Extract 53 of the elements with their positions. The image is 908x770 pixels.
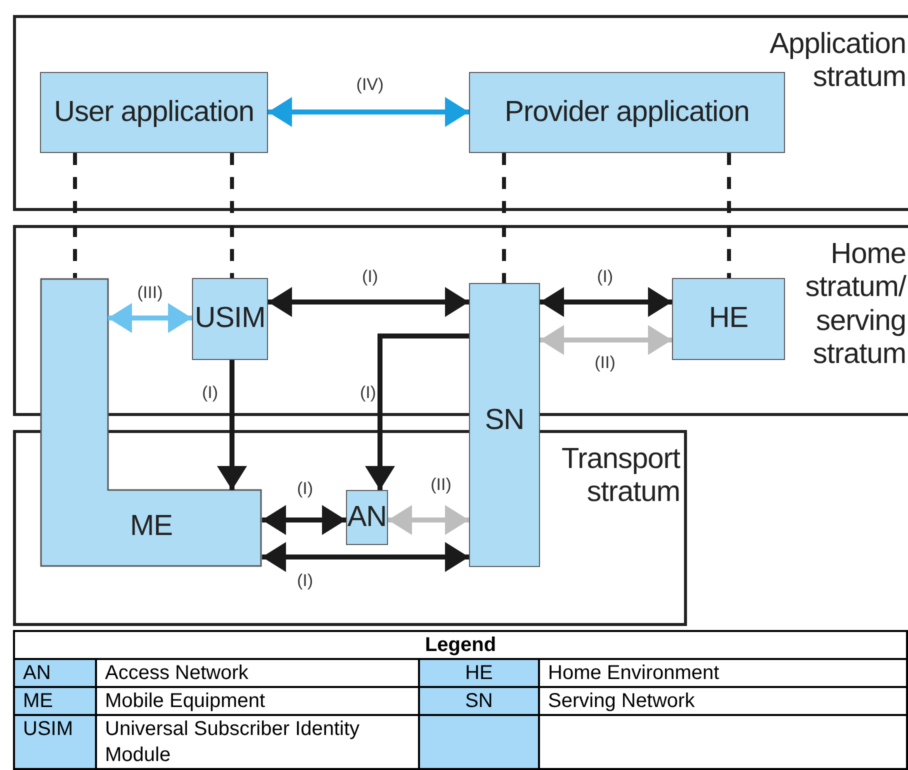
arrow xyxy=(217,360,247,490)
abbreviation-cell: AN xyxy=(14,659,96,687)
arrow xyxy=(388,505,469,535)
component-box xyxy=(469,72,785,153)
definition-cell: Mobile Equipment xyxy=(96,687,419,715)
dashed-line xyxy=(73,153,77,278)
arrow xyxy=(268,97,469,127)
definition-cell: Home Environment xyxy=(539,659,907,687)
band-heading: Application stratum xyxy=(768,28,906,95)
component-box xyxy=(192,278,268,360)
component-label: USIM xyxy=(194,302,266,336)
arrow xyxy=(108,303,192,333)
component-label: ME xyxy=(130,510,172,544)
component-box xyxy=(346,490,388,545)
abbreviation-cell: HE xyxy=(419,659,539,687)
dashed-line xyxy=(727,153,731,278)
edge-label: (I) xyxy=(296,571,314,590)
band-heading: Transport stratum xyxy=(560,443,680,510)
abbreviation-cell: ME xyxy=(14,687,96,715)
band-heading: Home stratum/ serving stratum xyxy=(804,238,906,372)
dashed-line xyxy=(230,153,234,278)
component-label: User application xyxy=(54,96,254,130)
component-label: AN xyxy=(347,500,387,534)
edge-label: (I) xyxy=(202,383,218,402)
arrow xyxy=(262,542,469,572)
dashed-line xyxy=(502,153,506,283)
component-box xyxy=(469,283,540,567)
component-box xyxy=(672,278,785,360)
stratum-band xyxy=(13,15,908,211)
abbreviation-cell: USIM xyxy=(14,715,96,769)
edge-label: (I) xyxy=(360,383,376,402)
edge-label: (IV) xyxy=(356,75,384,94)
edge-label: (I) xyxy=(362,267,378,286)
component-label: Provider application xyxy=(504,96,750,130)
definition-cell: Universal Subscriber Identity Module xyxy=(96,715,419,769)
arrow xyxy=(540,325,672,355)
definition-cell: Serving Network xyxy=(539,687,907,715)
arrow xyxy=(268,287,469,317)
component-box xyxy=(40,278,262,567)
arrow xyxy=(262,505,346,535)
arrow xyxy=(540,287,672,317)
edge-label: (II) xyxy=(430,475,452,494)
legend-heading: Legend xyxy=(14,631,907,659)
definition-cell: Access Network xyxy=(96,659,419,687)
component-label: HE xyxy=(708,302,748,336)
component-label: SN xyxy=(484,404,524,438)
edge-label: (II) xyxy=(594,353,616,372)
arrow xyxy=(365,334,469,490)
component-box xyxy=(40,72,268,153)
edge-label: (III) xyxy=(137,283,163,302)
edge-label: (I) xyxy=(596,267,614,286)
abbreviation-cell: SN xyxy=(419,687,539,715)
edge-label: (I) xyxy=(296,479,314,498)
